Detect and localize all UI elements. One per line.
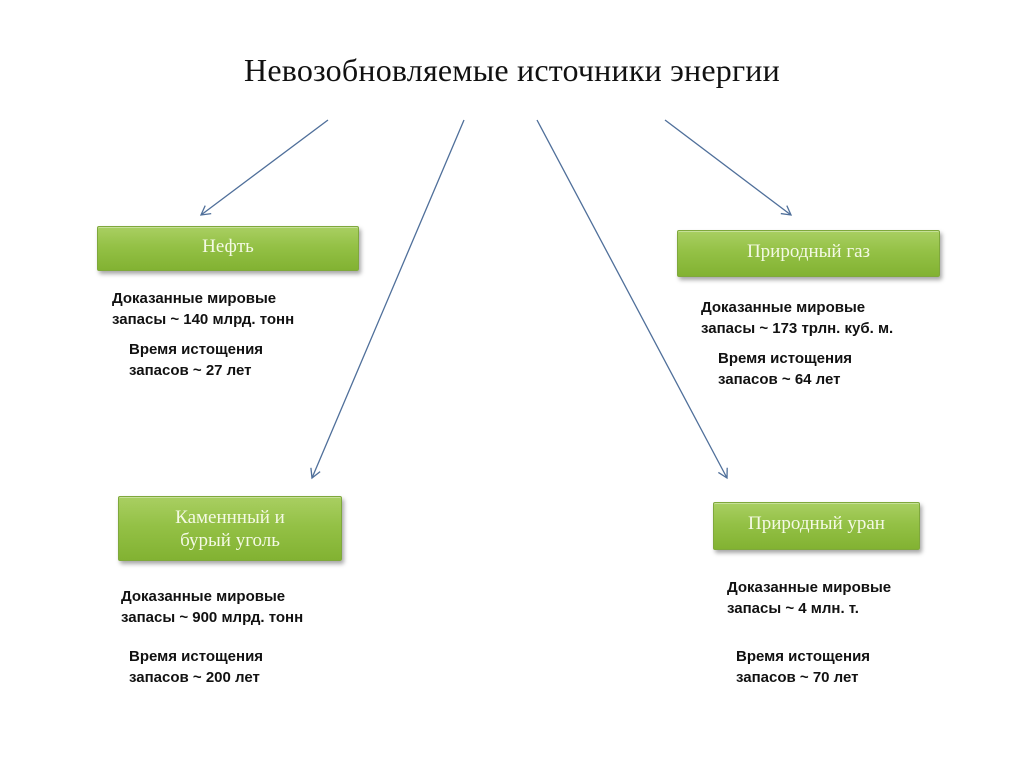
gas-reserves: Доказанные мировые запасы ~ 173 трлн. ку…	[701, 297, 893, 339]
coal-box: Каменнный и бурый уголь	[118, 496, 342, 561]
gas-reserves-line-2: запасы ~ 173 трлн. куб. м.	[701, 320, 894, 337]
uranium-reserves-line-2: запасы ~ 4 млн. т.	[727, 600, 859, 617]
arrow-to-uranium	[536, 119, 728, 480]
arrow-to-oil	[199, 119, 329, 216]
coal-reserves-line-2: запасы ~ 900 млрд. тонн	[121, 609, 304, 626]
coal-label-line-1: Каменнный и	[175, 506, 285, 528]
gas-depletion: Время истощения запасов ~ 64 лет	[718, 348, 852, 390]
gas-box: Природный газ	[677, 230, 940, 277]
oil-reserves: Доказанные мировые запасы ~ 140 млрд. то…	[112, 288, 294, 330]
oil-label: Нефть	[202, 236, 254, 257]
uranium-label: Природный уран	[748, 513, 885, 534]
uranium-reserves: Доказанные мировые запасы ~ 4 млн. т.	[727, 577, 891, 619]
diagram-title: Невозобновляемые источники энергии	[244, 52, 780, 88]
oil-reserves-line-1: Доказанные мировые	[112, 290, 277, 307]
gas-reserves-line-1: Доказанные мировые	[701, 299, 866, 316]
coal-reserves-line-1: Доказанные мировые	[121, 588, 286, 605]
uranium-reserves-line-1: Доказанные мировые	[727, 579, 892, 596]
coal-label-line-2: бурый уголь	[180, 529, 280, 551]
oil-depletion-line-1: Время истощения	[129, 341, 264, 358]
uranium-depletion-line-1: Время истощения	[736, 648, 871, 665]
coal-depletion: Время истощения запасов ~ 200 лет	[129, 646, 263, 688]
oil-depletion-line-2: запасов ~ 27 лет	[129, 362, 252, 379]
oil-depletion: Время истощения запасов ~ 27 лет	[129, 339, 263, 381]
oil-box: Нефть	[97, 226, 359, 271]
uranium-box: Природный уран	[713, 502, 920, 550]
uranium-depletion: Время истощения запасов ~ 70 лет	[736, 646, 870, 688]
arrow-to-gas	[664, 119, 793, 216]
oil-reserves-line-2: запасы ~ 140 млрд. тонн	[112, 311, 295, 328]
uranium-depletion-line-2: запасов ~ 70 лет	[736, 669, 859, 686]
gas-depletion-line-2: запасов ~ 64 лет	[718, 371, 841, 388]
coal-depletion-line-1: Время истощения	[129, 648, 264, 665]
arrow-to-coal	[310, 119, 465, 480]
gas-depletion-line-1: Время истощения	[718, 350, 853, 367]
coal-reserves: Доказанные мировые запасы ~ 900 млрд. то…	[121, 586, 303, 628]
coal-depletion-line-2: запасов ~ 200 лет	[129, 669, 260, 686]
gas-label: Природный газ	[746, 241, 871, 262]
